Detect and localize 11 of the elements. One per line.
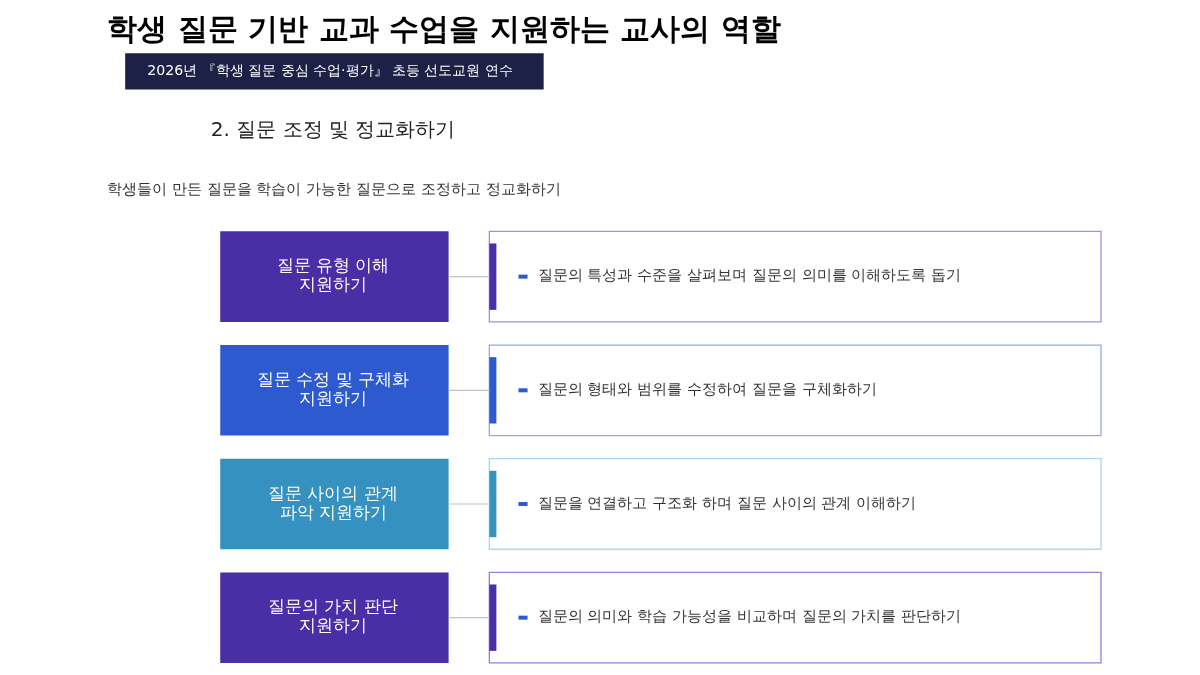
label: 학생들이 만든 질문을 학습이 가능한 질문으로 조정하고 정교화하기: [107, 179, 561, 198]
node-box: 질문 사이의 관계 파악 지원하기: [220, 458, 449, 550]
node-box: 질문 수정 및 구체화 지원하기: [220, 345, 449, 436]
connector: [448, 276, 490, 278]
label: 2026년 『학생 질문 중심 수업·평가』 초등 선도교원 연수: [147, 62, 513, 79]
node-box: 질문 유형 이해 지원하기: [220, 231, 449, 322]
label: 2. 질문 조정 및 정교화하기: [210, 116, 456, 141]
diagram-title: 학생 질문 기반 교과 수업을 지원하는 교사의 역할: [107, 11, 781, 47]
node-box: 질문의 가치 판단 지원하기: [220, 572, 449, 663]
connector: [448, 617, 490, 619]
connector: [448, 389, 490, 391]
